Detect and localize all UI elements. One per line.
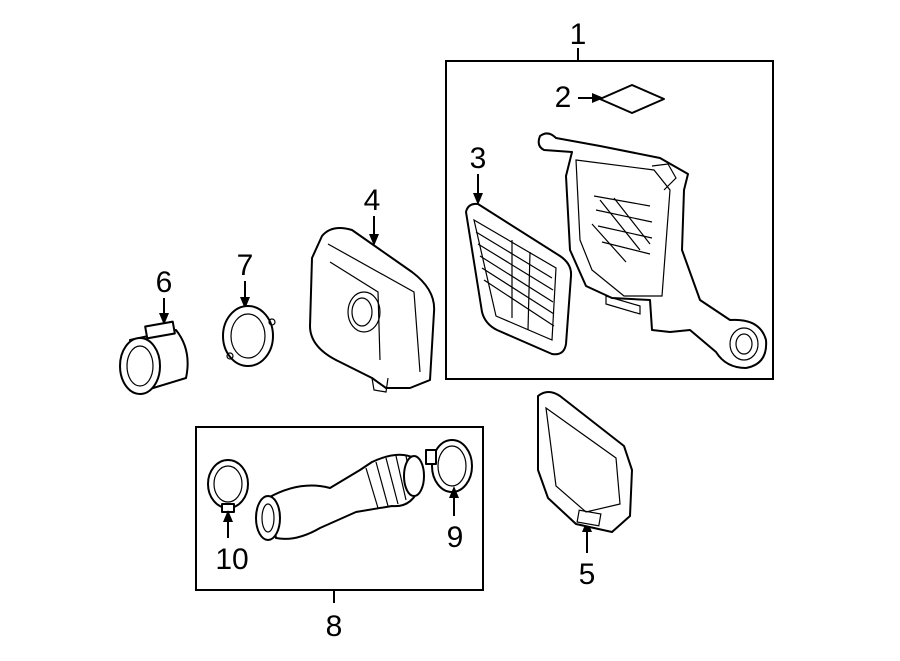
part-10-hose-clamp: 10 bbox=[207, 459, 249, 576]
callout-8-label: 8 bbox=[326, 610, 343, 643]
part-4-air-box-cover: 4 bbox=[309, 184, 436, 393]
callout-1: 1 bbox=[570, 18, 587, 61]
part-8-intake-hose bbox=[255, 453, 425, 541]
callout-8: 8 bbox=[326, 590, 343, 643]
part-5-bracket: 5 bbox=[537, 391, 633, 591]
callout-6-label: 6 bbox=[156, 266, 173, 299]
callout-7-label: 7 bbox=[237, 249, 254, 282]
part-9-hose-clamp: 9 bbox=[425, 439, 473, 554]
part-3-air-filter: 3 bbox=[465, 142, 573, 356]
assembly-box-8 bbox=[195, 426, 484, 591]
callout-10-label: 10 bbox=[215, 543, 248, 576]
part-2-label-sticker: 2 bbox=[555, 81, 665, 114]
callout-9-label: 9 bbox=[447, 521, 464, 554]
callout-1-label: 1 bbox=[570, 18, 587, 51]
callout-3-label: 3 bbox=[470, 142, 487, 175]
callout-4-label: 4 bbox=[364, 184, 381, 217]
part-7-gasket: 7 bbox=[222, 249, 276, 367]
assembly-box-1 bbox=[445, 60, 774, 380]
part-1-lower-housing bbox=[537, 132, 768, 369]
part-6-airflow-sensor: 6 bbox=[119, 266, 189, 395]
callout-2-label: 2 bbox=[555, 81, 572, 114]
callout-5-label: 5 bbox=[579, 558, 596, 591]
